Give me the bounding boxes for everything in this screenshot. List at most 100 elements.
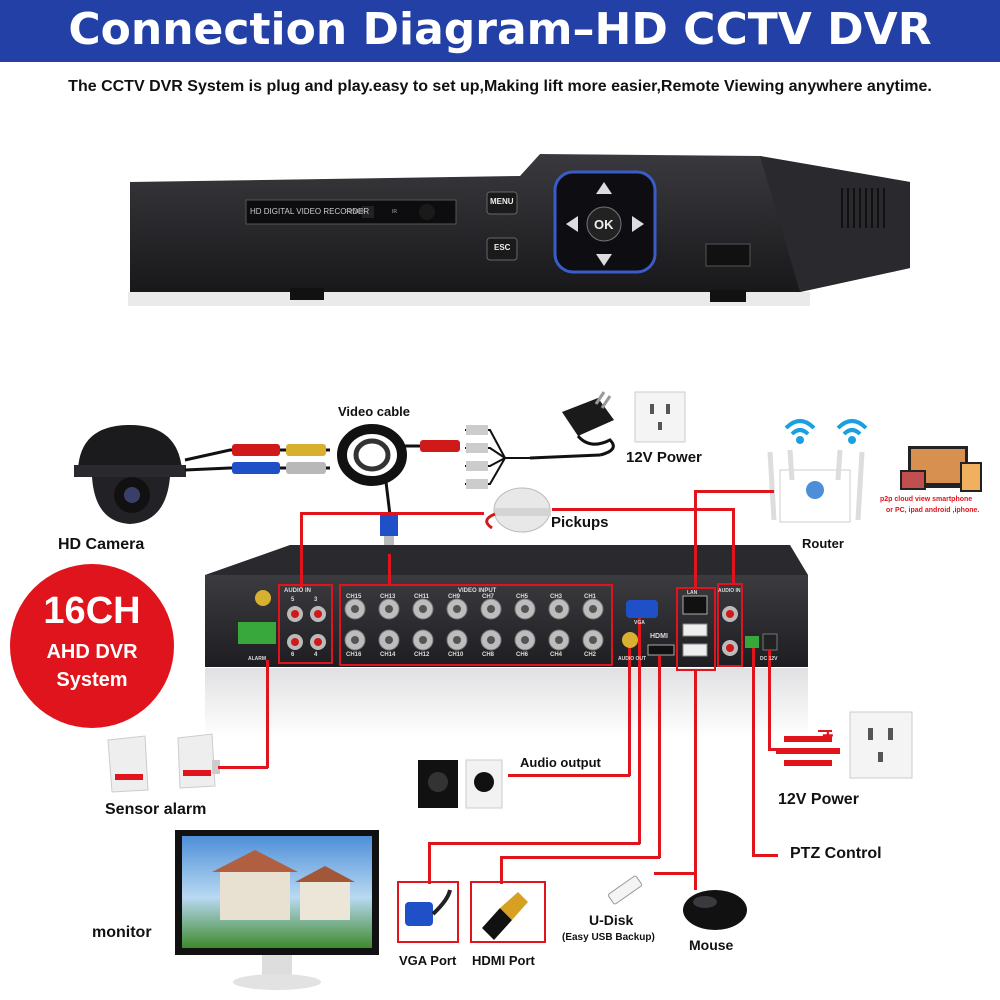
vga-port-label: VGA Port xyxy=(399,953,457,968)
channel-label: CH1 xyxy=(584,594,597,600)
wire-dc-v xyxy=(768,650,771,750)
usb-disk-icon xyxy=(607,875,643,905)
wire-audio-in-horizontal xyxy=(300,512,484,515)
bnc-connector-core xyxy=(555,636,563,644)
twelve-v-power-right-label: 12V Power xyxy=(778,791,859,808)
usb-port-1[interactable] xyxy=(682,623,708,637)
u-disk-label: U-Disk xyxy=(589,912,634,928)
front-display-text: HD DIGITAL VIDEO RECORDER xyxy=(250,207,370,216)
pickups-label: Pickups xyxy=(551,514,609,531)
bnc-connector-core xyxy=(419,636,427,644)
lan-port[interactable] xyxy=(682,595,708,615)
channel-label: CH2 xyxy=(584,652,597,658)
badge-line2: AHD DVR xyxy=(46,641,138,663)
channel-label: CH5 xyxy=(516,594,529,600)
channel-label: CH8 xyxy=(482,652,495,658)
wire-alarm-h xyxy=(218,766,268,769)
hdmi-cable-icon xyxy=(470,881,546,943)
dc-power-symbol-icon: + xyxy=(776,725,840,766)
hdmi-label: HDMI xyxy=(650,633,668,640)
wire-usb-v xyxy=(694,670,697,890)
dc12v-label: DC 12V xyxy=(760,656,778,662)
wire-audio-in-right-v xyxy=(732,508,735,584)
up-arrow-icon[interactable] xyxy=(596,182,612,194)
wall-socket-right-icon xyxy=(849,711,913,779)
wire-ptz-v xyxy=(752,648,755,856)
dc-power-jack[interactable] xyxy=(762,633,778,651)
audio-num-6: 6 xyxy=(291,652,295,658)
bnc-connector-core xyxy=(589,636,597,644)
wire-hdmi-v2 xyxy=(500,856,503,884)
hd-camera-label: HD Camera xyxy=(58,536,145,553)
bnc-connectors xyxy=(344,598,604,651)
bnc-connector-core xyxy=(385,605,393,613)
hdmi-port[interactable] xyxy=(647,644,675,656)
audio-in-left-label: AUDIO IN xyxy=(284,588,311,594)
video-cable-icon xyxy=(184,424,601,554)
u-disk-note-label: (Easy USB Backup) xyxy=(562,932,655,943)
audio-out-label: AUDIO OUT xyxy=(618,656,647,662)
audio-out-jack[interactable] xyxy=(622,632,638,648)
channel-label: CH6 xyxy=(516,652,529,658)
bnc-connector-core xyxy=(453,605,461,613)
wire-audio-out-h xyxy=(508,774,630,777)
monitor-icon xyxy=(175,830,379,990)
vga-label: VGA xyxy=(634,620,645,626)
down-arrow-icon[interactable] xyxy=(596,254,612,266)
wire-vga-h xyxy=(428,842,640,845)
alarm-label: ALARM xyxy=(248,656,267,662)
channel-label: CH4 xyxy=(550,652,563,658)
bnc-connector-core xyxy=(453,636,461,644)
bnc-connector-core xyxy=(521,605,529,613)
wire-audio-in-vertical xyxy=(300,512,303,588)
wire-audio-out-v xyxy=(628,648,631,776)
front-ir-text: IR xyxy=(392,209,397,215)
bnc-connector-core xyxy=(419,605,427,613)
p2p-line1: p2p cloud view smartphone xyxy=(880,496,973,503)
menu-button[interactable] xyxy=(486,191,518,215)
channel-label: CH16 xyxy=(346,652,362,658)
audio-in-right-label: AUDIO IN xyxy=(718,588,741,594)
bnc-connector-core xyxy=(351,605,359,613)
p2p-line2: or PC, ipad android ,iphone. xyxy=(886,507,980,514)
esc-button-label: ESC xyxy=(494,243,511,252)
video-input-label: VIDEO INPUT xyxy=(458,588,497,594)
channel-label: CH14 xyxy=(380,652,396,658)
pickup-microphone-icon xyxy=(485,487,551,533)
bnc-connector-core xyxy=(555,605,563,613)
bnc-connector-core xyxy=(521,636,529,644)
wire-alarm-v xyxy=(266,660,269,768)
esc-button[interactable] xyxy=(486,237,518,261)
hdmi-port-label: HDMI Port xyxy=(472,953,535,968)
wire-hdmi-v1 xyxy=(658,656,661,858)
right-arrow-icon[interactable] xyxy=(632,216,644,232)
usb-port-2[interactable] xyxy=(682,643,708,657)
bnc-connector-core xyxy=(487,636,495,644)
mouse-icon xyxy=(683,890,747,930)
front-power-text: POWER xyxy=(345,209,364,215)
audio-num-5: 5 xyxy=(291,597,295,603)
monitor-label: monitor xyxy=(92,924,152,941)
bnc-connector-core xyxy=(385,636,393,644)
dvr-back-unit xyxy=(205,545,808,738)
16ch-badge xyxy=(10,564,174,728)
svg-text:+: + xyxy=(822,725,834,747)
vga-port[interactable] xyxy=(626,600,658,618)
left-arrow-icon[interactable] xyxy=(566,216,578,232)
bnc-connector-core xyxy=(487,605,495,613)
channel-label: CH12 xyxy=(414,652,430,658)
ok-button[interactable] xyxy=(586,206,622,242)
bnc-connector-core xyxy=(589,605,597,613)
badge-line3: System xyxy=(56,669,128,691)
alarm-terminal[interactable] xyxy=(238,622,276,644)
channel-label: CH15 xyxy=(346,594,362,600)
router-icon xyxy=(767,449,865,523)
wire-usb-h xyxy=(654,872,696,875)
ok-button-label: OK xyxy=(594,217,614,232)
wire-lan-to-router-v xyxy=(694,490,697,588)
badge-line1: 16CH xyxy=(43,590,141,632)
dvr-front-unit xyxy=(128,154,910,306)
sensor-alarm-label: Sensor alarm xyxy=(105,801,207,818)
ptz-control-label: PTZ Control xyxy=(790,845,882,862)
